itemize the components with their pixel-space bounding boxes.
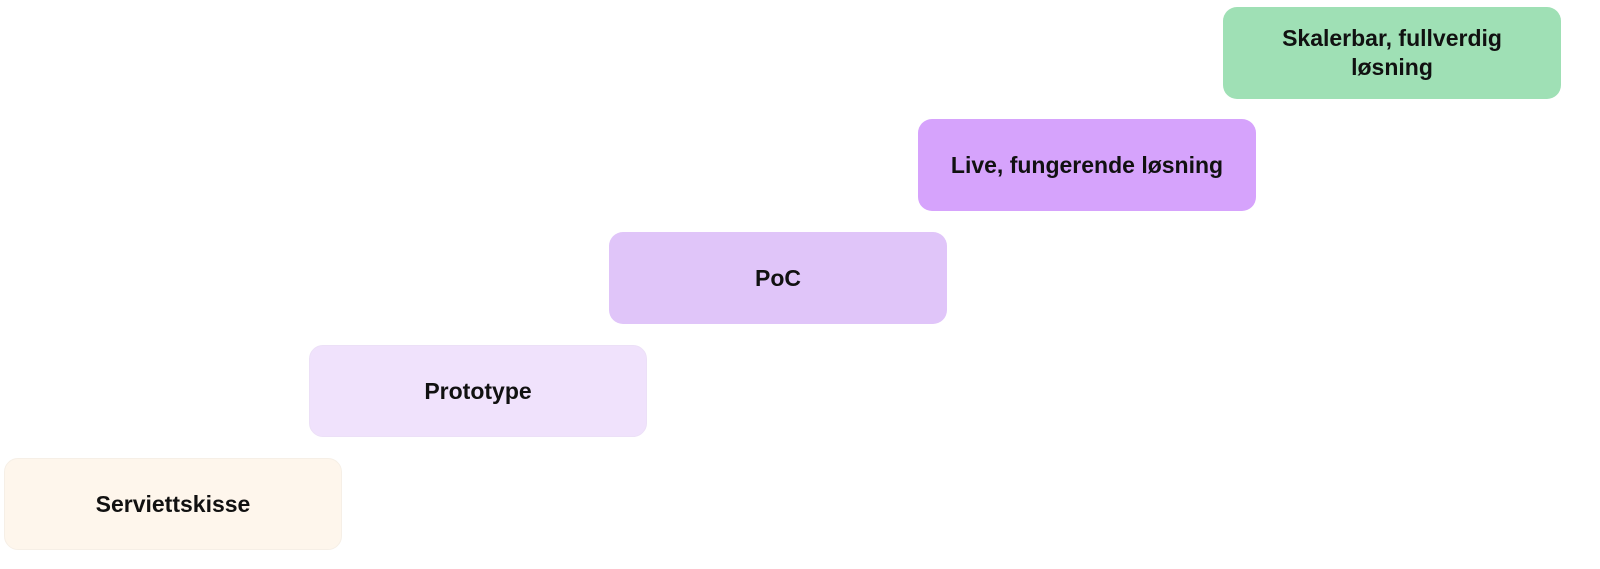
step-label: Serviettskisse	[95, 490, 251, 517]
step-poc: PoC	[609, 232, 947, 324]
step-scalable-solution: Skalerbar, fullverdig løsning	[1223, 7, 1561, 99]
step-label: PoC	[755, 264, 801, 291]
step-prototype: Prototype	[309, 345, 647, 437]
step-label: Prototype	[424, 377, 532, 404]
step-label: Live, fungerende løsning	[950, 151, 1224, 178]
step-live-solution: Live, fungerende løsning	[918, 119, 1256, 211]
step-label: Skalerbar, fullverdig løsning	[1282, 25, 1502, 80]
step-serviettskisse: Serviettskisse	[4, 458, 342, 550]
